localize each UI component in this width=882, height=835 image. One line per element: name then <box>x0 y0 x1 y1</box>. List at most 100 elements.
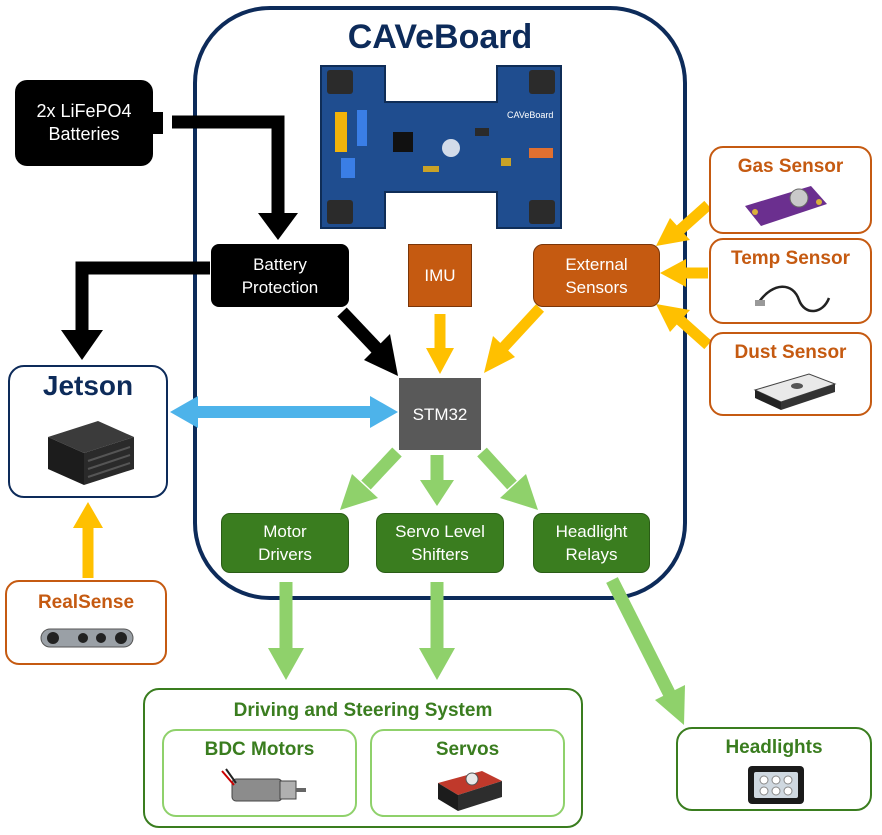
gas-sensor-element <box>789 188 809 208</box>
arrow-protection-to-jetson-head <box>61 330 103 360</box>
arrow-stm32-jetson-head-left <box>170 396 198 428</box>
pcb-logo <box>442 139 460 157</box>
jetson-device-image <box>48 421 134 485</box>
arrow-protection-to-jetson <box>75 261 210 332</box>
servos-box: Servos <box>370 729 565 817</box>
caveboard-title: CAVeBoard <box>347 17 533 56</box>
servo-side <box>458 781 502 811</box>
dust-sensor-side <box>781 384 835 410</box>
pcb-header <box>341 158 355 178</box>
jetson-top <box>48 421 134 453</box>
camera-lens <box>115 632 127 644</box>
realsense-camera-image <box>40 628 134 648</box>
arrow-gas-to-external <box>676 200 712 235</box>
pcb-header <box>357 110 367 146</box>
gas-sensor-image <box>745 186 827 226</box>
servo-horn <box>465 772 479 786</box>
camera-lens <box>96 633 106 643</box>
jetson-fin <box>87 454 131 470</box>
temp-sensor-probe <box>755 300 765 306</box>
pcb-parts <box>501 158 511 166</box>
temp-sensor-image <box>755 285 831 313</box>
headlight-led <box>759 786 769 796</box>
stm32-box: STM32 <box>399 378 481 450</box>
pcb-parts <box>423 166 439 172</box>
gas-sensor-box: Gas Sensor <box>709 146 872 234</box>
headlight-led <box>771 775 781 785</box>
headlight-led <box>783 786 793 796</box>
pcb-header <box>335 112 347 152</box>
pcb-connector <box>529 148 553 158</box>
headlight-led <box>759 775 769 785</box>
headlight-led <box>783 775 793 785</box>
headlights-box: Headlights <box>676 727 872 811</box>
camera-lens <box>78 633 88 643</box>
arrow-protection-to-stm32 <box>337 307 383 355</box>
arrow-temp-to-external-head <box>660 259 686 287</box>
battery-box: 2x LiFePO4 Batteries <box>15 80 153 166</box>
arrow-dust-to-external <box>676 315 712 350</box>
arrow-relays-to-headlights <box>606 577 676 698</box>
headlight-relays-box: Headlight Relays <box>533 513 650 573</box>
pcb-parts <box>475 128 489 136</box>
pcb-pad <box>529 70 555 94</box>
pcb-pad <box>529 200 555 224</box>
camera-lens <box>47 632 59 644</box>
bdc-motors-box: BDC Motors <box>162 729 357 817</box>
arrow-relays-to-headlights-head <box>655 685 685 725</box>
pcb-board-image: CAVeBoard <box>320 65 562 229</box>
arrow-imu-to-stm32-head <box>426 348 454 374</box>
dust-sensor-front <box>755 390 781 410</box>
pcb-chip <box>393 132 413 152</box>
arrow-battery-to-protection <box>172 115 285 215</box>
arrow-motor-to-driving-head <box>268 648 304 680</box>
dust-sensor-hole <box>791 383 803 389</box>
battery-terminal <box>151 112 163 134</box>
external-sensors-box: External Sensors <box>533 244 660 307</box>
arrow-servo-to-driving-head <box>419 648 455 680</box>
arrow-stm32-to-motor-head <box>340 474 378 510</box>
motor-shaft <box>296 788 306 792</box>
arrow-dust-to-external-head <box>656 304 690 332</box>
arrow-external-to-stm32-head <box>484 336 515 373</box>
pcb-outline <box>320 65 562 229</box>
pcb-pad <box>327 70 353 94</box>
jetson-fin <box>87 462 131 478</box>
headlight-led <box>771 786 781 796</box>
arrow-realsense-to-jetson-head <box>73 502 103 528</box>
pcb-silkscreen: CAVeBoard <box>507 110 553 120</box>
temp-sensor-cable <box>757 285 831 313</box>
jetson-title: Jetson <box>42 370 134 401</box>
dust-sensor-box: Dust Sensor <box>709 332 872 416</box>
motor-gearbox <box>279 780 297 800</box>
temp-sensor-box: Temp Sensor <box>709 238 872 324</box>
arrow-external-to-stm32 <box>498 304 545 352</box>
headlight-image <box>748 766 804 804</box>
motor-drivers-box: Motor Drivers <box>221 513 349 573</box>
motor-can <box>231 778 283 802</box>
arrow-stm32-to-relays <box>477 447 517 490</box>
servo-front <box>438 783 458 811</box>
motor-wire <box>225 768 237 784</box>
gas-sensor-pcb <box>745 186 827 226</box>
bdc-motor-image <box>221 768 306 802</box>
servo-image <box>438 771 502 811</box>
arrow-stm32-to-relays-head <box>500 474 538 510</box>
gas-sensor-hole <box>816 199 822 205</box>
servo-level-shifters-box: Servo Level Shifters <box>376 513 504 573</box>
realsense-title: RealSense <box>37 592 135 613</box>
battery-protection-box: Battery Protection <box>211 244 349 307</box>
dust-sensor-image <box>753 373 837 410</box>
gas-sensor-hole <box>752 209 758 215</box>
arrow-battery-to-protection-head <box>258 213 298 240</box>
realsense-box: RealSense <box>5 580 167 665</box>
arrow-protection-to-stm32-head <box>364 334 398 376</box>
arrow-stm32-jetson-head-right <box>370 396 398 428</box>
jetson-box: Jetson <box>8 365 168 498</box>
arrow-stm32-to-servo-shifters-head <box>420 480 454 506</box>
arrow-gas-to-external-head <box>656 218 690 246</box>
arrow-stm32-to-motor <box>361 447 402 490</box>
jetson-front <box>48 437 84 485</box>
motor-wire <box>221 770 235 786</box>
